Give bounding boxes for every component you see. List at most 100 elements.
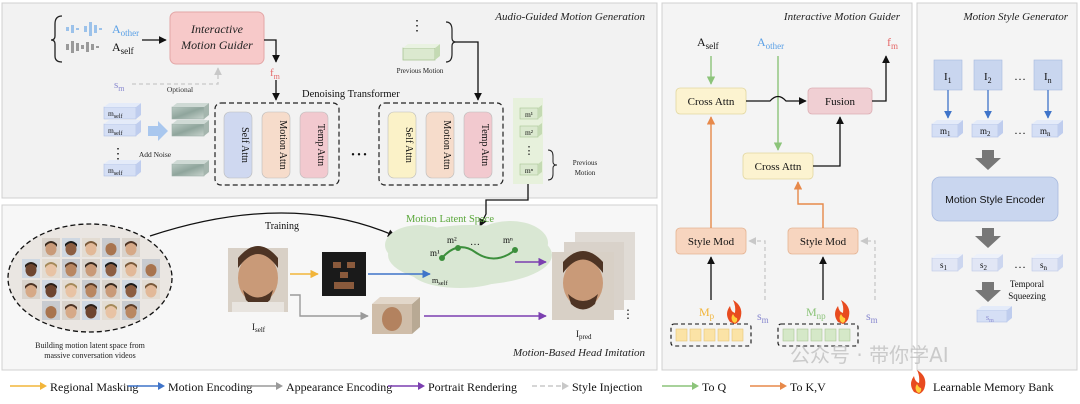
output-motion-cube <box>519 105 542 120</box>
prev-motion-right-1: Previous <box>573 159 598 167</box>
input-image-label: In <box>1044 71 1052 85</box>
pred-dots: ⋮ <box>622 307 634 321</box>
style-code-label: s2 <box>980 260 988 272</box>
memory-cell-np <box>810 328 823 342</box>
style-mod-right-label: Style Mod <box>800 236 847 248</box>
transformer-block-label: Temp Attn <box>479 124 490 166</box>
style-code-label: sn <box>1040 260 1048 272</box>
legend-memory-bank: Learnable Memory Bank <box>933 380 1054 394</box>
memory-bank-right <box>777 323 859 347</box>
memory-cell-np <box>782 328 795 342</box>
denoising-transformer-label: Denoising Transformer <box>302 89 400 100</box>
transformer-block <box>425 111 455 179</box>
legend-label: To Q <box>702 380 726 394</box>
dataset-face-thumb <box>102 301 120 320</box>
motion-cube-label: mn <box>1040 126 1051 138</box>
down-arrow-1 <box>975 150 1001 170</box>
dataset-face-thumb <box>42 301 60 320</box>
cross-attn-top-label: Cross Attn <box>688 96 735 108</box>
dataset-face-thumb <box>22 259 40 278</box>
latent-mn: mⁿ <box>503 235 513 245</box>
temporal-line2: Squeezing <box>1008 291 1046 301</box>
noisy-motion-cube <box>171 160 209 177</box>
style-generator-title: Motion Style Generator <box>963 11 1069 23</box>
transformer-block-label: Motion Attn <box>277 120 288 169</box>
interactive-motion-guider-box <box>169 11 265 65</box>
memory-cell-p <box>703 328 716 342</box>
output-motion-label: mⁿ <box>525 166 534 175</box>
previous-motion-label: Previous Motion <box>397 67 444 75</box>
memory-cell-np <box>796 328 809 342</box>
i-pred-label: Ipred <box>576 329 592 341</box>
guider-s-m-right: sm <box>866 309 878 325</box>
masked-face <box>322 252 366 296</box>
style-s-m-label: sm <box>986 313 994 324</box>
optional-label: Optional <box>167 85 193 94</box>
training-label: Training <box>265 221 299 232</box>
prev-motion-right-2: Motion <box>575 169 596 177</box>
guider-box-line1: Interactive <box>190 22 244 36</box>
appearance-cube <box>372 297 420 334</box>
mself-vdots: ⋮ <box>111 147 125 162</box>
motion-guider-title: Interactive Motion Guider <box>783 11 901 23</box>
legend-label: Style Injection <box>572 380 642 394</box>
dataset-face-thumb <box>82 301 100 320</box>
transformer-block <box>261 111 291 179</box>
guider-a-other: Aother <box>757 35 784 51</box>
predicted-frames-stack <box>552 232 635 320</box>
prev-motion-vdots: ⋮ <box>410 19 424 34</box>
legend-label: Appearance Encoding <box>286 380 392 394</box>
mself-cube: mself <box>103 160 141 177</box>
dataset-face-thumb <box>42 280 60 299</box>
transformer-hdots: • • • <box>351 150 367 161</box>
latent-mself: mself <box>432 276 448 287</box>
motion-cube: m2 <box>971 120 1003 138</box>
output-brace <box>547 149 558 181</box>
memory-cell-np <box>838 328 851 342</box>
legend-label: Regional Masking <box>50 380 138 394</box>
dataset-face-thumb <box>82 238 100 257</box>
transformer-block <box>463 111 493 179</box>
output-motion-label: ⋮ <box>524 145 535 157</box>
dataset-face-thumb <box>122 259 140 278</box>
other-waveform <box>66 22 102 36</box>
f-m-label: fm <box>270 67 281 81</box>
latent-m2: m² <box>447 235 457 245</box>
transformer-block-label: Temp Attn <box>315 124 326 166</box>
input-image-label: I2 <box>984 71 992 85</box>
watermark: 公众号 · 带你学AI <box>790 343 949 367</box>
transformer-block <box>299 111 329 179</box>
dataset-face-thumb <box>102 280 120 299</box>
guider-mp: Mp <box>699 305 715 321</box>
guider-f-m: fm <box>887 35 898 51</box>
dataset-face-thumb <box>22 280 40 299</box>
legend-label: Motion Encoding <box>168 380 252 394</box>
mself-cube: mself <box>103 120 141 137</box>
fire-icon-legend <box>911 370 926 394</box>
add-noise-arrow <box>148 121 168 141</box>
motion-guider-panel <box>661 2 913 371</box>
building-line2: massive conversation videos <box>44 351 136 360</box>
memory-bank-left <box>670 323 752 347</box>
motion-cube: mn <box>1031 120 1063 138</box>
output-motion-cube <box>519 161 542 176</box>
fire-icon-left <box>727 300 742 324</box>
add-noise-label: Add Noise <box>139 150 172 159</box>
transformer-block <box>223 111 253 179</box>
motion-cube: m1 <box>931 120 963 138</box>
fusion-label: Fusion <box>825 96 855 108</box>
style-code-dots: … <box>1014 257 1026 271</box>
audio-bracket <box>50 15 63 63</box>
audio-guided-panel <box>1 2 658 199</box>
memory-cell-p <box>717 328 730 342</box>
down-arrow-2 <box>975 228 1001 248</box>
dataset-face-thumb <box>122 238 140 257</box>
output-motion-label: m² <box>525 128 534 137</box>
noisy-motion-cube <box>171 120 209 137</box>
guider-box-line2: Motion Guider <box>180 38 253 52</box>
dataset-face-thumb <box>82 259 100 278</box>
style-code-cube: s2 <box>971 254 1003 272</box>
motion-cube-label: m1 <box>940 126 951 138</box>
dataset-face-thumb <box>142 259 160 278</box>
motion-style-encoder-label: Motion Style Encoder <box>945 194 1045 206</box>
